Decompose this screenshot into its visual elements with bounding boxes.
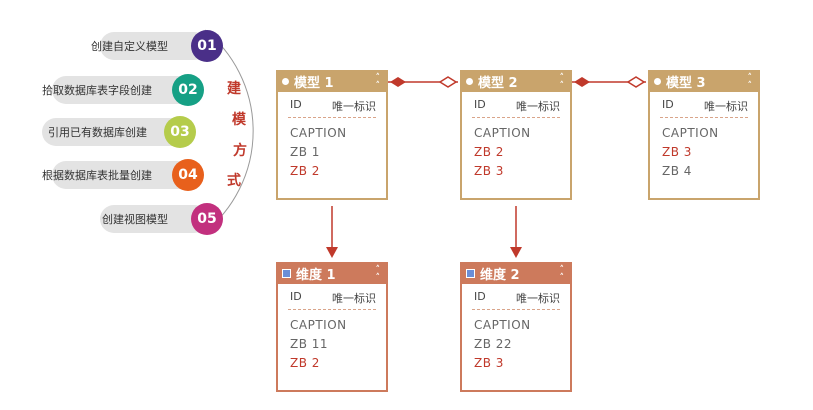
step-pill-3[interactable]: 引用已有数据库创建 [42, 118, 187, 146]
step-pill-1[interactable]: 创建自定义模型 [91, 32, 208, 60]
col-id: ID [662, 98, 674, 111]
box-divider [288, 309, 376, 310]
collapse-icon[interactable]: ˄˄ [375, 265, 381, 283]
arc-title-char: 模 [232, 112, 246, 128]
arrow-down-icon [326, 247, 338, 258]
field-row[interactable]: CAPTION [474, 126, 531, 140]
box-title: 模型 3 [666, 75, 706, 91]
collapse-icon[interactable]: ˄˄ [559, 73, 565, 91]
col-id: ID [290, 98, 302, 111]
entity-dot-icon [282, 77, 289, 85]
box-columns: ID 唯一标识 [278, 284, 386, 309]
step-pill-2[interactable]: 拾取数据库表字段创建 [42, 76, 192, 104]
box-columns: ID 唯一标识 [462, 284, 570, 309]
step-label: 引用已有数据库创建 [48, 126, 147, 139]
entity-dot-icon [654, 77, 661, 85]
box-divider [660, 117, 748, 118]
box-header: 模型 1 ˄˄ [276, 70, 388, 92]
col-desc: 唯一标识 [516, 100, 560, 113]
field-row[interactable]: ZB 2 [290, 164, 320, 178]
field-row[interactable]: ZB 2 [474, 145, 504, 159]
col-id: ID [290, 290, 302, 303]
box-header: 维度 1 ˄˄ [276, 262, 388, 284]
step-badge-3: 03 [164, 116, 196, 148]
field-row[interactable]: ZB 11 [290, 337, 329, 351]
step-pill-5[interactable]: 创建视图模型 [100, 205, 208, 233]
box-header: 模型 2 ˄˄ [460, 70, 572, 92]
dimension-table-icon [282, 268, 291, 278]
model-box-2[interactable]: 模型 2 ˄˄ ID 唯一标识 CAPTION ZB 2 ZB 3 [460, 70, 572, 200]
field-row[interactable]: ZB 22 [474, 337, 513, 351]
step-pill-4[interactable]: 根据数据库表批量创建 [42, 161, 192, 189]
dimension-box-2[interactable]: 维度 2 ˄˄ ID 唯一标识 CAPTION ZB 22 ZB 3 [460, 262, 572, 392]
relation-diamond-open [626, 76, 646, 88]
entity-dot-icon [466, 77, 473, 85]
relation-diamond-filled [574, 77, 590, 87]
arc-title-char: 方 [233, 143, 247, 159]
field-row[interactable]: ZB 3 [474, 356, 504, 370]
relation-diamond-filled [390, 77, 406, 87]
dimension-table-icon [466, 268, 475, 278]
relation-diamond-open [438, 76, 458, 88]
col-desc: 唯一标识 [704, 100, 748, 113]
model-box-3[interactable]: 模型 3 ˄˄ ID 唯一标识 CAPTION ZB 3 ZB 4 [648, 70, 760, 200]
step-label: 创建视图模型 [102, 213, 168, 226]
collapse-icon[interactable]: ˄˄ [559, 265, 565, 283]
arc-title-char: 式 [227, 173, 241, 189]
col-id: ID [474, 290, 486, 303]
arc-title-char: 建 [227, 81, 241, 97]
dimension-box-1[interactable]: 维度 1 ˄˄ ID 唯一标识 CAPTION ZB 11 ZB 2 [276, 262, 388, 392]
box-header: 模型 3 ˄˄ [648, 70, 760, 92]
box-divider [288, 117, 376, 118]
field-row[interactable]: CAPTION [290, 318, 347, 332]
box-header: 维度 2 ˄˄ [460, 262, 572, 284]
step-badge-1: 01 [191, 30, 223, 62]
step-label: 拾取数据库表字段创建 [42, 84, 152, 97]
step-badge-4: 04 [172, 159, 204, 191]
box-title: 维度 1 [296, 267, 336, 283]
box-columns: ID 唯一标识 [278, 92, 386, 117]
box-columns: ID 唯一标识 [650, 92, 758, 117]
box-title: 模型 1 [294, 75, 334, 91]
box-divider [472, 309, 560, 310]
box-title: 模型 2 [478, 75, 518, 91]
step-label: 创建自定义模型 [91, 40, 168, 53]
col-desc: 唯一标识 [516, 292, 560, 305]
col-desc: 唯一标识 [332, 292, 376, 305]
col-id: ID [474, 98, 486, 111]
step-badge-2: 02 [172, 74, 204, 106]
field-row[interactable]: CAPTION [662, 126, 719, 140]
col-desc: 唯一标识 [332, 100, 376, 113]
steps-arc [204, 29, 254, 233]
field-row[interactable]: ZB 3 [474, 164, 504, 178]
box-title: 维度 2 [480, 267, 520, 283]
collapse-icon[interactable]: ˄˄ [747, 73, 753, 91]
field-row[interactable]: ZB 4 [662, 164, 692, 178]
field-row[interactable]: ZB 1 [290, 145, 320, 159]
model-box-1[interactable]: 模型 1 ˄˄ ID 唯一标识 CAPTION ZB 1 ZB 2 [276, 70, 388, 200]
field-row[interactable]: ZB 2 [290, 356, 320, 370]
collapse-icon[interactable]: ˄˄ [375, 73, 381, 91]
field-row[interactable]: ZB 3 [662, 145, 692, 159]
box-columns: ID 唯一标识 [462, 92, 570, 117]
box-divider [472, 117, 560, 118]
step-badge-5: 05 [191, 203, 223, 235]
field-row[interactable]: CAPTION [290, 126, 347, 140]
arrow-down-icon [510, 247, 522, 258]
field-row[interactable]: CAPTION [474, 318, 531, 332]
step-label: 根据数据库表批量创建 [42, 169, 152, 182]
